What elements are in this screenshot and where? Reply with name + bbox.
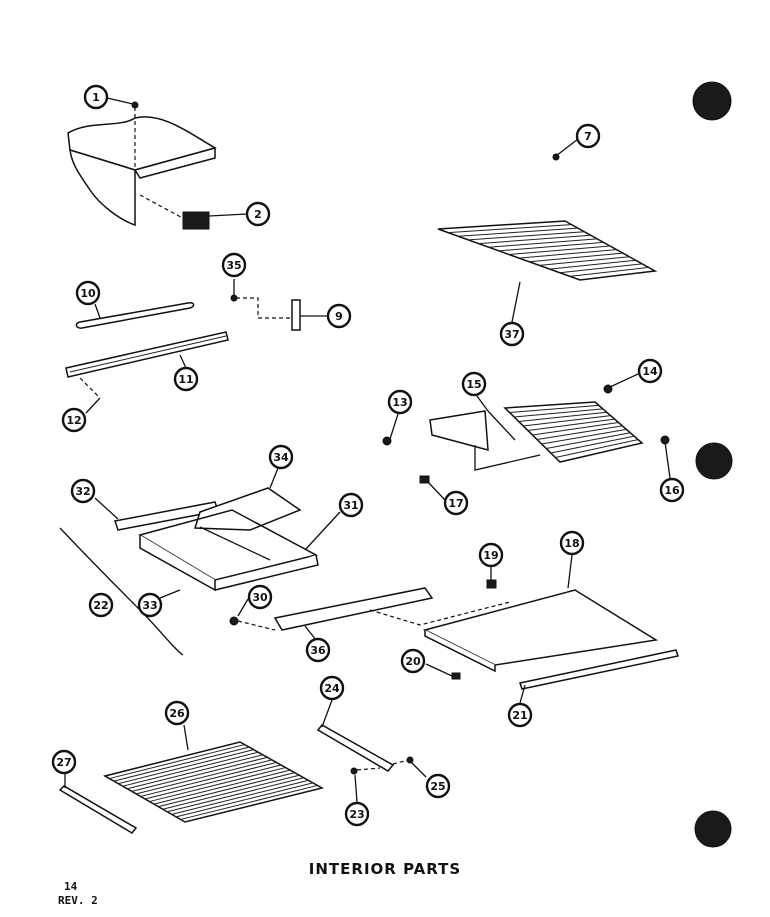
wire-shelf-upper bbox=[437, 220, 658, 281]
callout-13: 13 bbox=[387, 389, 413, 415]
svg-text:22: 22 bbox=[93, 599, 108, 612]
svg-text:10: 10 bbox=[80, 287, 96, 300]
rail-parts bbox=[65, 302, 229, 399]
svg-text:32: 32 bbox=[75, 485, 90, 498]
cover-support-part bbox=[229, 587, 511, 631]
svg-text:1: 1 bbox=[92, 91, 100, 104]
svg-text:34: 34 bbox=[273, 451, 289, 464]
callout-1: 1 bbox=[83, 84, 109, 110]
svg-text:27: 27 bbox=[56, 756, 71, 769]
svg-text:13: 13 bbox=[392, 396, 407, 409]
svg-text:20: 20 bbox=[405, 655, 421, 668]
bracket-part bbox=[230, 294, 301, 331]
svg-text:36: 36 bbox=[310, 644, 326, 657]
callout-32: 32 bbox=[70, 478, 96, 504]
callout-18: 18 bbox=[559, 530, 585, 556]
svg-text:7: 7 bbox=[584, 130, 592, 143]
crisper-cover-part bbox=[422, 589, 679, 690]
svg-text:37: 37 bbox=[504, 328, 519, 341]
page-number: 14 bbox=[64, 880, 78, 893]
leader-lines bbox=[64, 97, 671, 803]
callout-24: 24 bbox=[319, 675, 345, 701]
callout-14: 14 bbox=[637, 358, 663, 384]
svg-text:24: 24 bbox=[324, 682, 340, 695]
callout-19: 19 bbox=[478, 542, 504, 568]
svg-text:25: 25 bbox=[430, 780, 445, 793]
punch-hole-middle bbox=[695, 442, 733, 480]
punch-hole-bottom bbox=[694, 810, 732, 848]
callout-17: 17 bbox=[443, 490, 469, 516]
svg-text:21: 21 bbox=[512, 709, 527, 722]
svg-text:17: 17 bbox=[448, 497, 463, 510]
callout-27: 27 bbox=[51, 749, 77, 775]
svg-text:33: 33 bbox=[142, 599, 157, 612]
callout-10: 10 bbox=[75, 280, 101, 306]
svg-text:30: 30 bbox=[252, 591, 268, 604]
callout-33: 33 bbox=[137, 592, 163, 618]
punch-hole-top bbox=[692, 81, 732, 121]
svg-text:9: 9 bbox=[335, 310, 343, 323]
svg-text:2: 2 bbox=[254, 208, 262, 221]
callout-7: 7 bbox=[575, 123, 601, 149]
svg-text:12: 12 bbox=[66, 414, 81, 427]
shelf-support-part bbox=[316, 724, 414, 775]
svg-text:23: 23 bbox=[349, 808, 364, 821]
crisper-frame-parts bbox=[59, 487, 319, 656]
callout-15: 15 bbox=[461, 371, 487, 397]
callout-37: 37 bbox=[499, 321, 525, 347]
callout-20: 20 bbox=[400, 648, 426, 674]
callout-36: 36 bbox=[305, 637, 331, 663]
svg-text:31: 31 bbox=[343, 499, 358, 512]
svg-text:18: 18 bbox=[564, 537, 579, 550]
svg-text:19: 19 bbox=[483, 549, 498, 562]
lower-rail-part bbox=[58, 785, 138, 834]
callout-2: 2 bbox=[245, 201, 271, 227]
revision-label: REV. 2 bbox=[58, 894, 98, 907]
callout-25: 25 bbox=[425, 773, 451, 799]
air-grille-part bbox=[182, 211, 210, 230]
cabinet-corner-part bbox=[67, 107, 217, 227]
callout-16: 16 bbox=[659, 477, 685, 503]
callout-21: 21 bbox=[507, 702, 533, 728]
svg-text:14: 14 bbox=[642, 365, 658, 378]
callout-34: 34 bbox=[268, 444, 294, 470]
callout-35: 35 bbox=[221, 252, 247, 278]
svg-text:11: 11 bbox=[178, 373, 193, 386]
wire-shelf-lower bbox=[103, 741, 325, 823]
wire-shelf-middle bbox=[429, 401, 644, 471]
svg-text:26: 26 bbox=[169, 707, 185, 720]
page-title: INTERIOR PARTS bbox=[308, 860, 462, 878]
callout-12: 12 bbox=[61, 407, 87, 433]
svg-text:16: 16 bbox=[664, 484, 680, 497]
callout-26: 26 bbox=[164, 700, 190, 726]
svg-text:35: 35 bbox=[226, 259, 241, 272]
callout-23: 23 bbox=[344, 801, 370, 827]
svg-text:15: 15 bbox=[466, 378, 481, 391]
callout-22: 22 bbox=[88, 592, 114, 618]
callout-31: 31 bbox=[338, 492, 364, 518]
callout-9: 9 bbox=[326, 303, 352, 329]
callout-11: 11 bbox=[173, 366, 199, 392]
callout-30: 30 bbox=[247, 584, 273, 610]
